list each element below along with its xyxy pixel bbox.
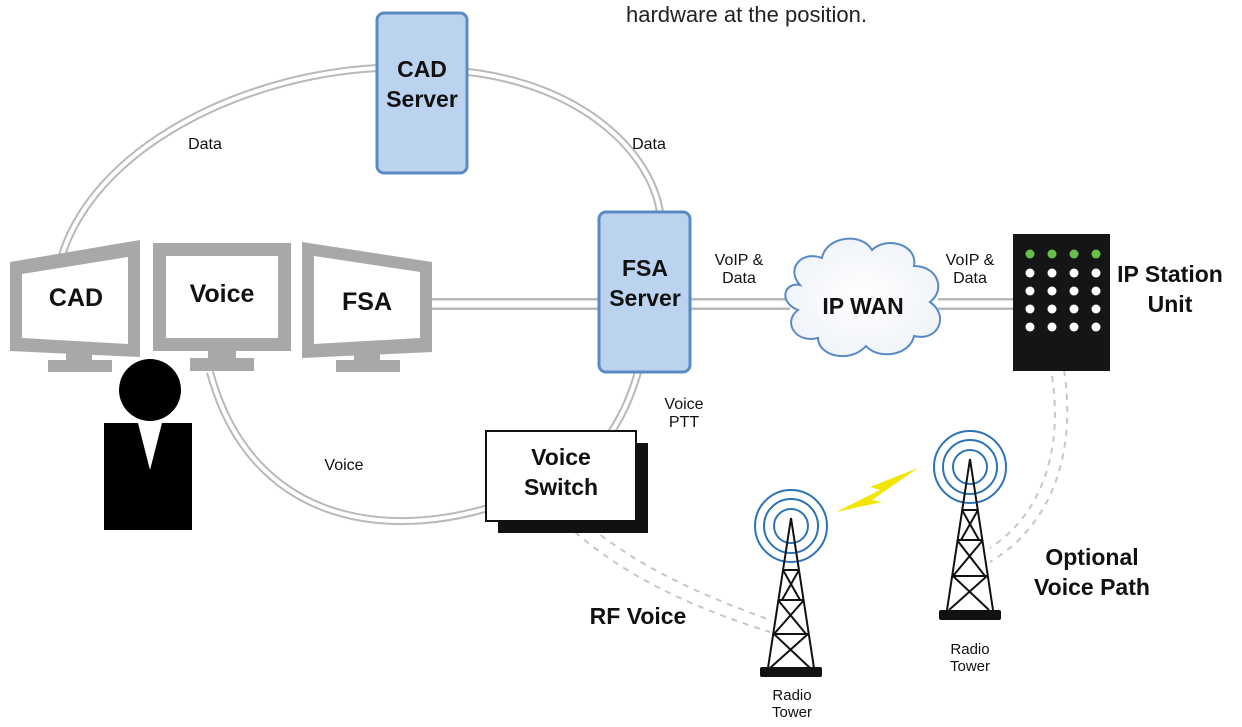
voip-fsa-wan-label: VoIP &Data bbox=[715, 252, 764, 287]
rf-voice-label: RF Voice bbox=[590, 603, 687, 629]
monitor-fsa bbox=[302, 242, 432, 372]
lightning-icon bbox=[836, 468, 918, 512]
link-rf-voice bbox=[574, 531, 771, 633]
radio-tower-left-icon bbox=[754, 489, 828, 677]
caption-fragment: hardware at the position. bbox=[626, 2, 867, 27]
link-cad-server-left bbox=[56, 64, 379, 264]
fsa-server bbox=[597, 210, 692, 374]
data-right-label: Data bbox=[632, 136, 666, 153]
link-optional-voice bbox=[989, 369, 1069, 563]
monitor-cad-label: CAD bbox=[49, 284, 103, 312]
radio-tower-right-icon bbox=[933, 430, 1007, 620]
ip-wan-cloud bbox=[784, 237, 942, 357]
data-left-label: Data bbox=[188, 136, 222, 153]
cad-server bbox=[375, 11, 469, 175]
voice-switch bbox=[485, 430, 648, 533]
voip-wan-station-label: VoIP &Data bbox=[946, 252, 995, 287]
voice-bottom-label: Voice bbox=[324, 457, 363, 474]
ip-wan-label: IP WAN bbox=[822, 293, 903, 319]
monitor-voice-label: Voice bbox=[190, 280, 255, 308]
monitor-voice bbox=[153, 243, 291, 371]
ip-station-unit bbox=[1013, 234, 1110, 371]
monitor-fsa-label: FSA bbox=[342, 288, 392, 316]
monitor-cad bbox=[10, 240, 140, 372]
dispatcher-person-icon bbox=[104, 359, 192, 530]
station-leds bbox=[1025, 249, 1101, 332]
link-voice-bottom bbox=[206, 370, 490, 526]
